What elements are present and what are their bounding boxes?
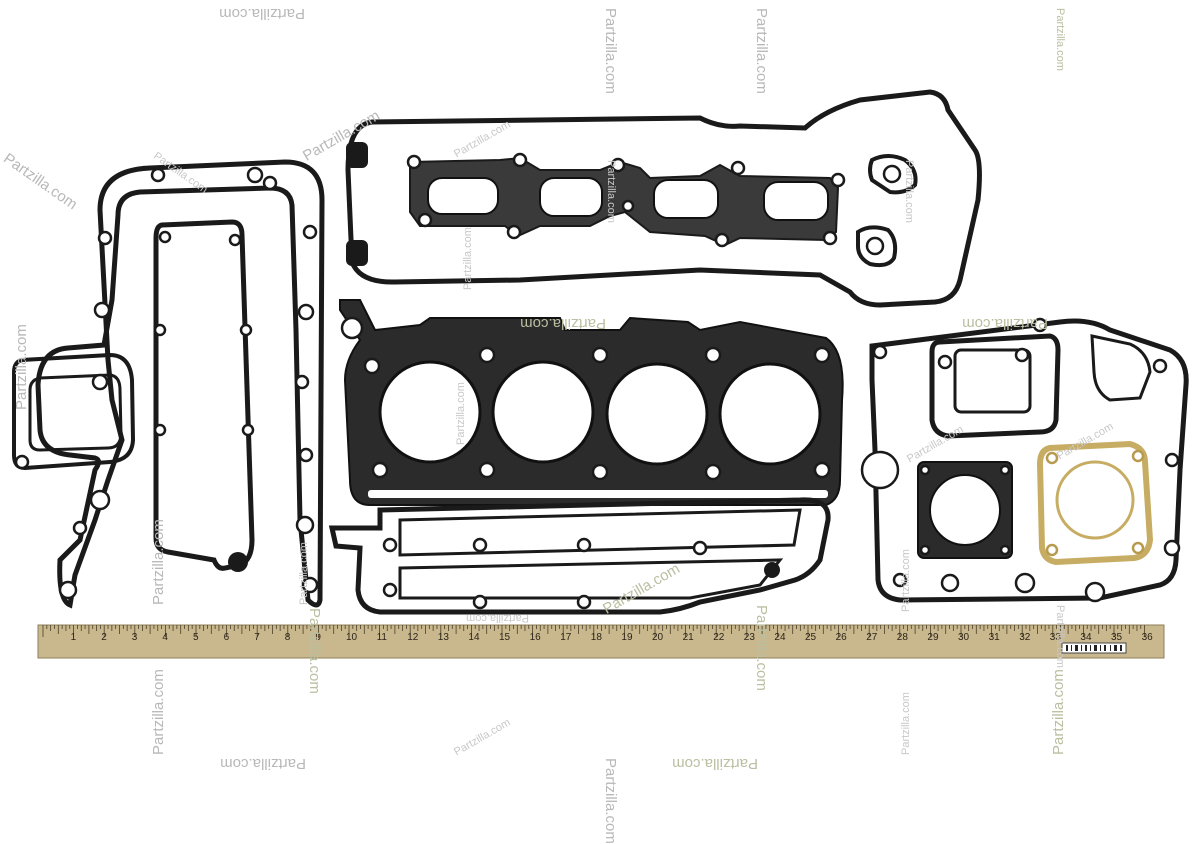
ruler-number: 1 <box>71 632 77 643</box>
watermark: Partzilla.com <box>753 8 770 94</box>
ruler-number: 31 <box>989 632 1001 643</box>
ruler-barcode <box>1066 645 1122 651</box>
ruler-number: 7 <box>254 632 260 643</box>
ruler-number: 10 <box>346 632 358 643</box>
ruler-number: 30 <box>958 632 970 643</box>
ruler-number: 8 <box>285 632 291 643</box>
exhaust-cover-gasket <box>328 497 831 615</box>
narrow-rectangular-gasket <box>153 219 255 572</box>
watermark: Partzilla.com <box>150 669 167 755</box>
watermark: Partzilla.com <box>298 542 310 605</box>
watermark: Partzilla.com <box>900 692 912 755</box>
ruler-number: 21 <box>683 632 695 643</box>
watermark: Partzilla.com <box>306 608 323 694</box>
watermark: Partzilla.com <box>1050 669 1067 755</box>
ruler-number: 19 <box>621 632 633 643</box>
ruler-number: 2 <box>101 632 107 643</box>
water-pump-gasket <box>929 333 1061 439</box>
ruler-number: 27 <box>866 632 878 643</box>
watermark: Partzilla.com <box>962 315 1048 332</box>
watermark: Partzilla.com <box>903 160 915 223</box>
watermark: Partzilla.com <box>462 227 474 290</box>
ruler-ticks <box>42 625 1145 637</box>
cover-gasket-bolt-holes <box>14 166 319 600</box>
paper-gasket <box>1036 440 1154 566</box>
ruler-number: 26 <box>836 632 848 643</box>
ruler-number: 35 <box>1111 632 1123 643</box>
ruler-number: 25 <box>805 632 817 643</box>
watermark: Partzilla.com <box>602 758 619 844</box>
cylinder-head-gasket <box>339 299 844 506</box>
ruler-number: 12 <box>407 632 419 643</box>
watermark: Partzilla.com <box>455 382 467 445</box>
ruler-number: 20 <box>652 632 664 643</box>
ruler-number: 3 <box>132 632 138 643</box>
ruler-number: 6 <box>224 632 230 643</box>
watermark: Partzilla.com <box>672 755 758 772</box>
ruler-number: 22 <box>713 632 725 643</box>
watermark: Partzilla.com <box>219 5 305 22</box>
ruler-number: 14 <box>468 632 480 643</box>
watermark: Partzilla.com <box>1054 8 1066 71</box>
ruler-number: 5 <box>193 632 199 643</box>
cover-gasket <box>12 159 325 609</box>
watermark: Partzilla.com <box>466 612 529 624</box>
ruler-number: 36 <box>1142 632 1154 643</box>
ruler-number: 18 <box>591 632 603 643</box>
thermostat-gasket <box>917 461 1013 559</box>
ruler-number: 4 <box>162 632 168 643</box>
ruler-number: 9 <box>315 632 321 643</box>
ruler-number: 13 <box>438 632 450 643</box>
ruler-number: 23 <box>744 632 756 643</box>
ruler-number: 29 <box>927 632 939 643</box>
ruler-number: 24 <box>774 632 786 643</box>
lower-case-gasket <box>860 317 1189 603</box>
watermark: Partzilla.com <box>220 755 306 772</box>
watermark: Partzilla.com <box>150 519 167 605</box>
small-flange-gaskets <box>856 154 918 268</box>
watermark: Partzilla.com <box>900 549 912 612</box>
gasket-kit-photo: 1234567891011121314151617181920212223242… <box>12 89 1189 659</box>
watermark: Partzilla.com <box>605 160 617 223</box>
watermark: Partzilla.com <box>602 8 619 94</box>
ruler-number: 32 <box>1019 632 1031 643</box>
ruler-number: 34 <box>1080 632 1092 643</box>
ruler-number: 33 <box>1050 632 1062 643</box>
ruler-number: 15 <box>499 632 511 643</box>
watermark: Partzilla.com <box>520 315 606 332</box>
ruler-number: 16 <box>530 632 542 643</box>
watermark: Partzilla.com <box>1054 605 1066 668</box>
watermark: Partzilla.com <box>753 605 770 691</box>
watermark: Partzilla.com <box>13 324 30 410</box>
ruler-number: 11 <box>377 632 388 643</box>
ruler-number: 17 <box>560 632 572 643</box>
intake-manifold-gasket <box>406 152 846 248</box>
valve-cover-gasket <box>345 89 982 308</box>
ruler-number: 28 <box>897 632 909 643</box>
